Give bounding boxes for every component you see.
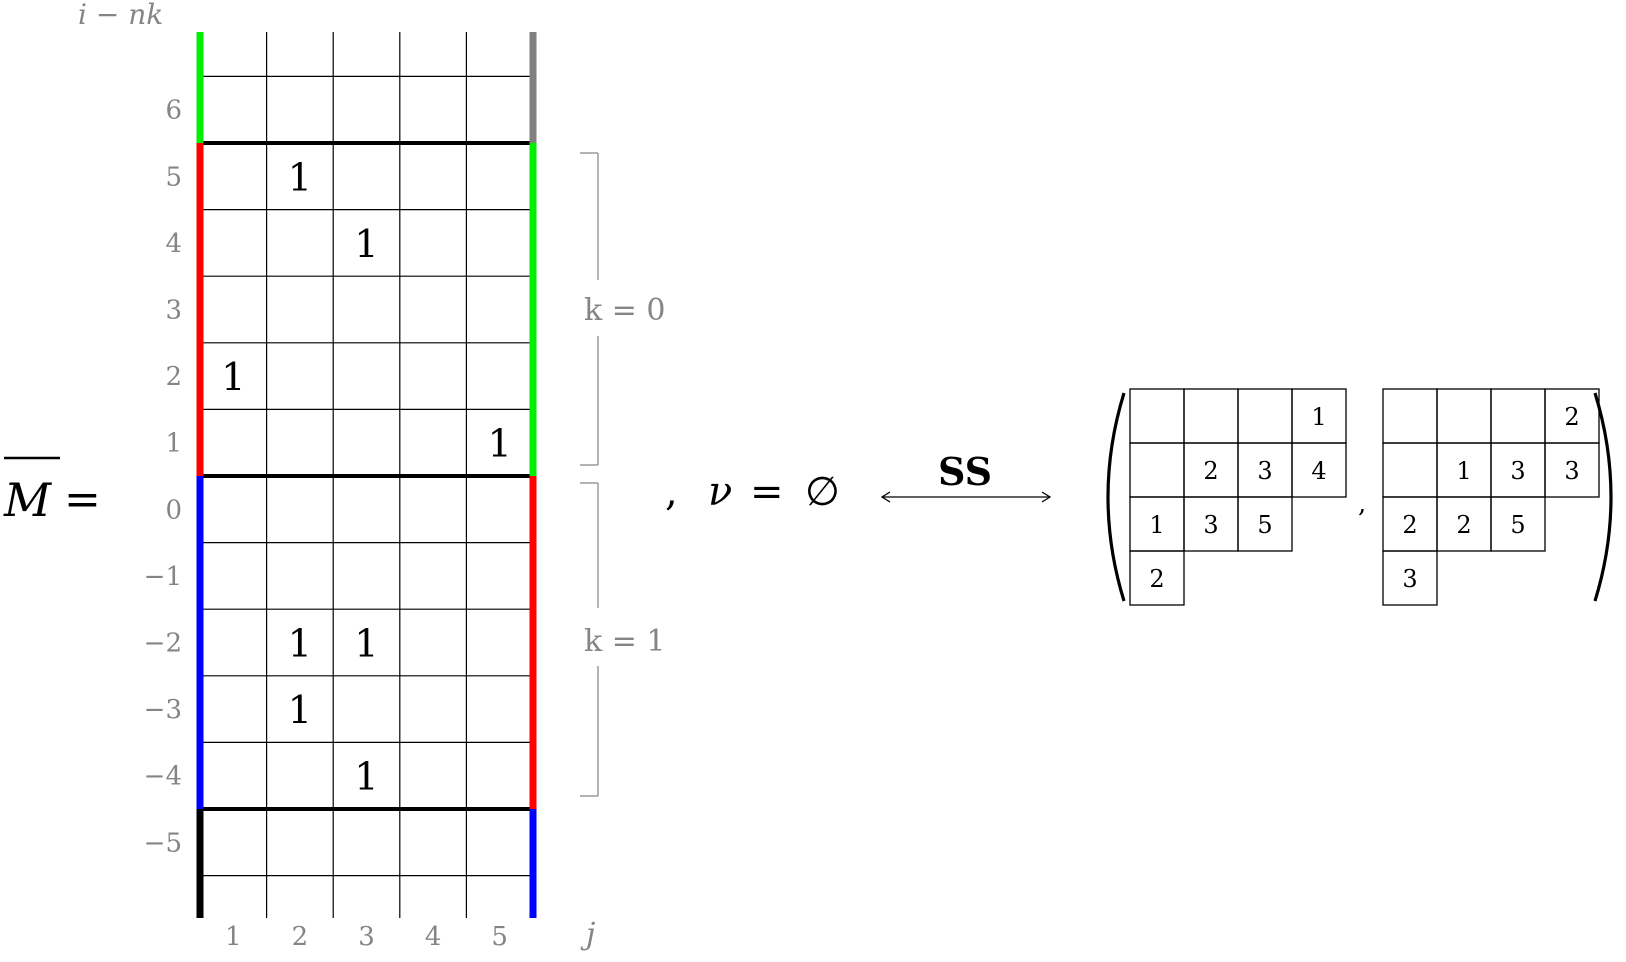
nu-equals: = xyxy=(750,469,784,515)
row-tick-label: −2 xyxy=(144,629,182,659)
tableau-cell xyxy=(1382,388,1438,444)
left-paren xyxy=(1106,392,1126,602)
matrix-entry-one: 1 xyxy=(354,622,378,666)
tableau-entry: 2 xyxy=(1564,403,1579,431)
brace-k1 xyxy=(580,482,599,797)
col-tick-label: 5 xyxy=(491,922,508,952)
tableau-cell xyxy=(1382,442,1438,498)
col-axis-label: j xyxy=(580,917,595,952)
matrix-entry-one: 1 xyxy=(288,155,312,199)
tableau-cell xyxy=(1129,442,1185,498)
tableau-entry: 3 xyxy=(1257,457,1272,485)
grid-borders xyxy=(196,32,537,918)
tableau-entry: 2 xyxy=(1149,565,1164,593)
brace-k0-label: k = 0 xyxy=(584,293,665,328)
nu-symbol: ν xyxy=(708,469,732,515)
row-tick-label: 0 xyxy=(165,495,182,525)
row-tick-label: −3 xyxy=(144,695,182,725)
tableau-entry: 1 xyxy=(1149,511,1164,539)
brace-k0 xyxy=(580,152,599,466)
matrix-entry-one: 1 xyxy=(354,222,378,266)
tableau-entry: 3 xyxy=(1564,457,1579,485)
col-tick-label: 4 xyxy=(425,922,442,952)
matrix-entry-one: 1 xyxy=(488,422,512,466)
tableau-entry: 1 xyxy=(1311,403,1326,431)
col-tick-label: 2 xyxy=(292,922,309,952)
row-tick-label: 3 xyxy=(165,296,182,326)
tableau-entry: 2 xyxy=(1456,511,1471,539)
tableau-entry: 2 xyxy=(1203,457,1218,485)
row-tick-label: 2 xyxy=(165,362,182,392)
tableau-right: 2 1 3 3 2 2 5 3 xyxy=(1382,388,1600,606)
tableau-separator: , xyxy=(1358,489,1366,519)
tableau-cell xyxy=(1382,550,1438,606)
row-tick-label: 6 xyxy=(165,96,182,126)
tableau-cell xyxy=(1129,388,1185,444)
tableau-cell xyxy=(1490,388,1546,444)
bijection-label: SS xyxy=(938,449,992,494)
tableau-cell xyxy=(1291,442,1347,498)
nu-comma: , xyxy=(665,469,678,515)
tableau-cell xyxy=(1237,496,1293,552)
tableau-cell xyxy=(1544,442,1600,498)
matrix-entry-one: 1 xyxy=(288,622,312,666)
col-labels: 1 2 3 4 5 xyxy=(225,922,508,952)
tableau-entry: 1 xyxy=(1456,457,1471,485)
bijection-arrow-icon xyxy=(880,491,1052,503)
right-paren xyxy=(1593,392,1613,602)
tableau-entry: 2 xyxy=(1402,511,1417,539)
tableau-cell xyxy=(1436,388,1492,444)
row-tick-label: 5 xyxy=(165,162,182,192)
matrix-equals: = xyxy=(64,474,101,525)
matrix-label: M xyxy=(3,473,53,527)
row-tick-label: 1 xyxy=(165,429,182,459)
brace-k1-label: k = 1 xyxy=(584,624,665,659)
tableau-cell xyxy=(1237,388,1293,444)
row-labels: 6 5 4 3 2 1 0 −1 −2 −3 −4 −5 xyxy=(144,96,182,859)
tableau-entry: 3 xyxy=(1203,511,1218,539)
tableau-entry: 3 xyxy=(1402,565,1417,593)
tableau-left: 1 2 3 4 1 3 5 2 xyxy=(1129,388,1347,606)
row-tick-label: −1 xyxy=(144,562,182,592)
tableau-cell xyxy=(1490,496,1546,552)
tableau-entry: 4 xyxy=(1311,457,1326,485)
matrix-entry-one: 1 xyxy=(288,688,312,732)
matrix-entry-one: 1 xyxy=(354,755,378,799)
tableau-cell xyxy=(1129,550,1185,606)
tableau-cell xyxy=(1183,388,1239,444)
tableau-entry: 5 xyxy=(1510,511,1525,539)
matrix-entry-one: 1 xyxy=(221,355,245,399)
row-tick-label: −4 xyxy=(144,762,182,792)
nu-empty-set: ∅ xyxy=(805,469,840,515)
row-tick-label: −5 xyxy=(144,828,182,858)
col-tick-label: 1 xyxy=(225,922,242,952)
tableau-entry: 5 xyxy=(1257,511,1272,539)
col-tick-label: 3 xyxy=(358,922,375,952)
row-tick-label: 4 xyxy=(165,229,182,259)
tableau-entry: 3 xyxy=(1510,457,1525,485)
row-axis-label: i − nk xyxy=(78,0,163,31)
